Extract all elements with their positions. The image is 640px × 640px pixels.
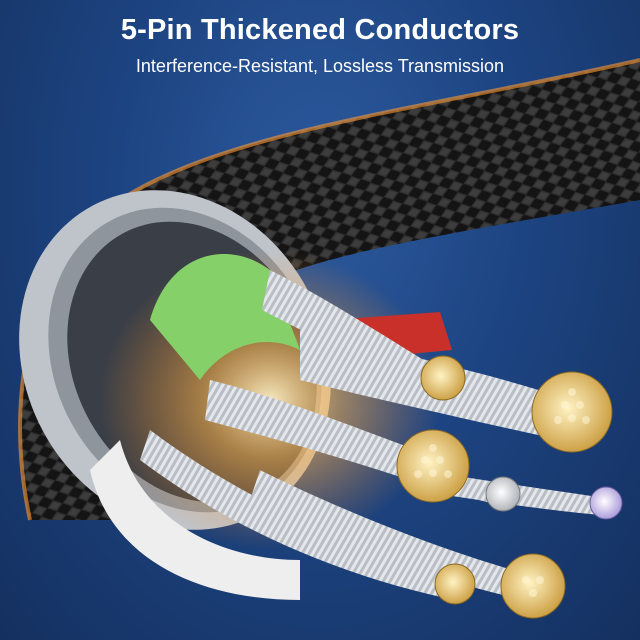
conductor-ends <box>396 355 623 619</box>
braided-cable-icon <box>18 58 640 521</box>
strand-dots <box>414 388 590 597</box>
headline-subtitle: Interference-Resistant, Lossless Transmi… <box>135 56 505 76</box>
headline-title: 5-Pin Thickened Conductors <box>120 14 520 46</box>
